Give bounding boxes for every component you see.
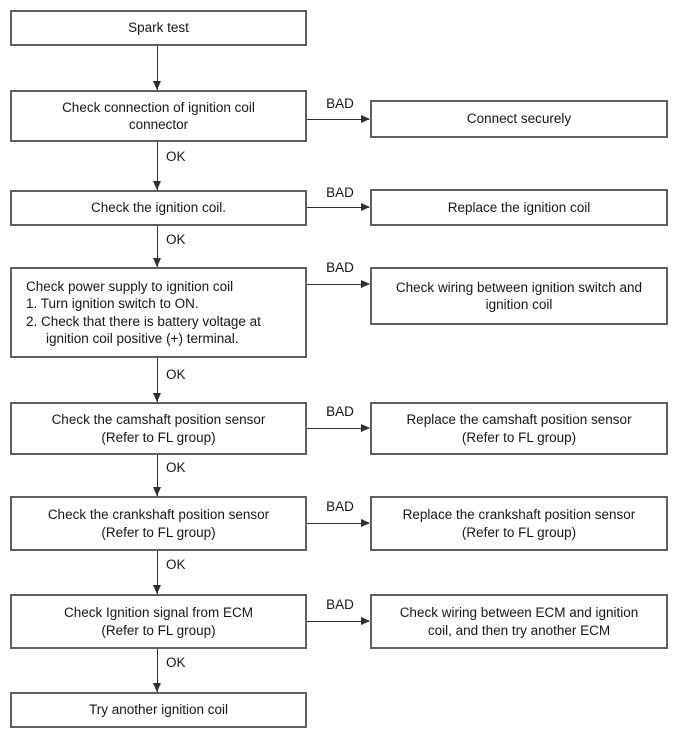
- remedy-text: Replace the crankshaft position sensor: [402, 507, 636, 522]
- ok-label: OK: [166, 367, 186, 382]
- step-check-connection: Check connection of ignition coil connec…: [10, 90, 307, 142]
- remedy-replace-ignition-coil: Replace the ignition coil: [370, 189, 668, 226]
- step-text: Check the crankshaft position sensor: [47, 507, 270, 522]
- remedy-text: coil, and then try another ECM: [427, 622, 611, 638]
- step-text: Check connection of ignition coil: [62, 99, 255, 115]
- bad-label: BAD: [326, 597, 354, 612]
- remedy-text: (Refer to FL group): [461, 524, 577, 540]
- bad-label: BAD: [326, 260, 354, 275]
- remedy-text: Connect securely: [466, 111, 572, 127]
- step-text: 2. Check that there is battery voltage a…: [26, 313, 261, 329]
- arrow-right-icon: [307, 280, 370, 288]
- ok-label: OK: [166, 232, 186, 247]
- step-text: Check the ignition coil.: [90, 200, 227, 216]
- remedy-text: ignition coil: [485, 297, 553, 312]
- step-text: (Refer to FL group): [101, 429, 216, 445]
- arrow-right-icon: [307, 424, 370, 432]
- step-check-ecm-signal: Check Ignition signal from ECM (Refer to…: [10, 594, 307, 649]
- ok-label: OK: [166, 557, 186, 572]
- step-text: Check the camshaft position sensor: [51, 412, 266, 427]
- step-text: (Refer to FL group): [101, 524, 216, 540]
- step-text: Check Ignition signal from ECM: [63, 605, 254, 620]
- arrow-right-icon: [307, 115, 370, 123]
- step-try-another-coil: Try another ignition coil: [10, 692, 307, 728]
- bad-label: BAD: [326, 185, 354, 200]
- arrow-down-icon: [153, 226, 161, 267]
- step-text: connector: [128, 117, 189, 132]
- remedy-replace-camshaft-sensor: Replace the camshaft position sensor (Re…: [370, 402, 668, 455]
- remedy-text: (Refer to FL group): [461, 429, 577, 445]
- step-text: (Refer to FL group): [101, 622, 216, 638]
- arrow-right-icon: [307, 203, 370, 211]
- ok-label: OK: [166, 655, 186, 670]
- remedy-check-wiring-ignition-switch: Check wiring between ignition switch and…: [370, 267, 668, 325]
- step-text: Try another ignition coil: [88, 702, 229, 718]
- bad-label: BAD: [326, 96, 354, 111]
- arrow-down-icon: [153, 46, 161, 90]
- step-check-crankshaft-sensor: Check the crankshaft position sensor (Re…: [10, 496, 307, 551]
- arrow-down-icon: [153, 455, 161, 496]
- arrow-down-icon: [153, 142, 161, 190]
- bad-label: BAD: [326, 499, 354, 514]
- arrow-right-icon: [307, 617, 370, 625]
- step-text: 1. Turn ignition switch to ON.: [26, 296, 199, 311]
- step-text: ignition coil positive (+) terminal.: [46, 331, 239, 346]
- remedy-check-wiring-ecm: Check wiring between ECM and ignition co…: [370, 594, 668, 649]
- step-spark-test: Spark test: [10, 10, 307, 46]
- remedy-replace-crankshaft-sensor: Replace the crankshaft position sensor (…: [370, 496, 668, 551]
- step-check-ignition-coil: Check the ignition coil.: [10, 190, 307, 226]
- step-check-power-supply: Check power supply to ignition coil 1. T…: [10, 267, 307, 358]
- step-text: Spark test: [128, 20, 189, 36]
- arrow-down-icon: [153, 358, 161, 402]
- ok-label: OK: [166, 149, 186, 164]
- ok-label: OK: [166, 460, 186, 475]
- remedy-text: Replace the ignition coil: [447, 199, 591, 215]
- remedy-connect-securely: Connect securely: [370, 100, 668, 138]
- remedy-text: Replace the camshaft position sensor: [406, 412, 632, 427]
- step-check-camshaft-sensor: Check the camshaft position sensor (Refe…: [10, 402, 307, 455]
- remedy-text: Check wiring between ignition switch and: [395, 279, 643, 295]
- remedy-text: Check wiring between ECM and ignition: [399, 605, 639, 620]
- arrow-down-icon: [153, 551, 161, 594]
- arrow-right-icon: [307, 519, 370, 527]
- step-text: Check power supply to ignition coil: [26, 278, 234, 294]
- bad-label: BAD: [326, 404, 354, 419]
- arrow-down-icon: [153, 649, 161, 692]
